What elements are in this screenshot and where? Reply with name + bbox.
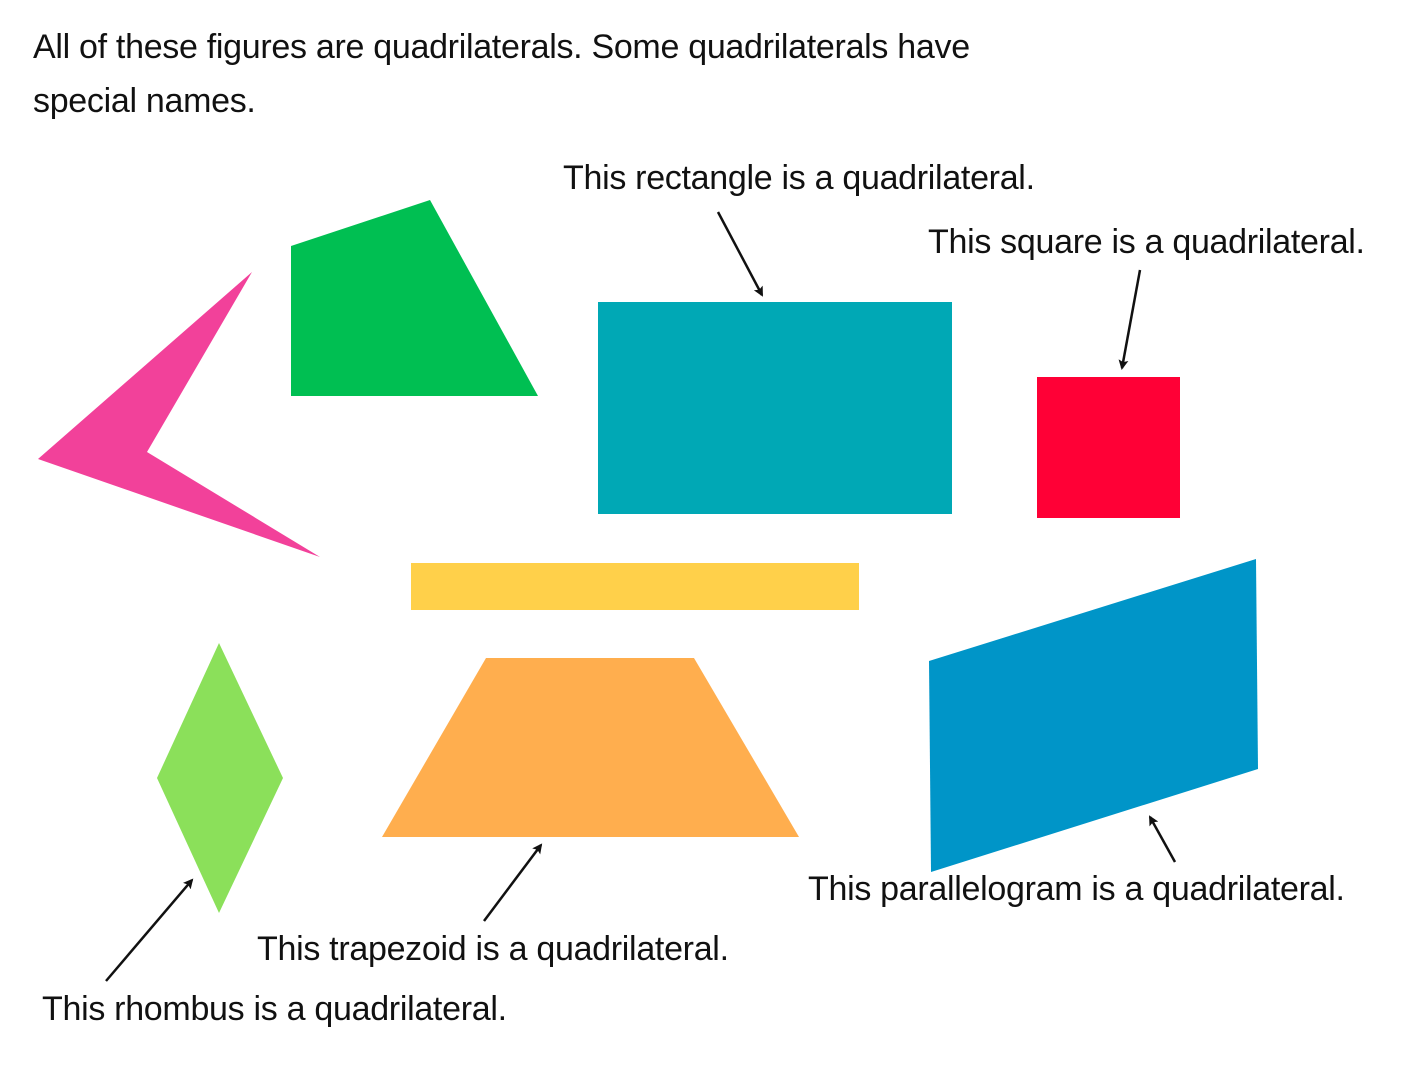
rhombus-arrow	[105, 878, 194, 982]
trapezoid-shape	[382, 658, 799, 837]
rhombus-label: This rhombus is a quadrilateral.	[42, 990, 507, 1028]
rectangle-label: This rectangle is a quadrilateral.	[563, 159, 1035, 197]
trapezoid-arrow	[483, 843, 543, 922]
rectangle-shape	[598, 302, 952, 514]
square-arrow	[1118, 269, 1142, 370]
rhombus-shape	[157, 643, 283, 913]
concave-quadrilateral	[38, 272, 320, 557]
parallelogram-arrow	[1148, 815, 1177, 863]
intro-line-1: All of these figures are quadrilaterals.…	[33, 28, 970, 66]
intro-line-2: special names.	[33, 82, 256, 120]
thin-rectangle-shape	[411, 563, 859, 610]
square-label: This square is a quadrilateral.	[928, 223, 1365, 261]
trapezoid-label: This trapezoid is a quadrilateral.	[257, 930, 729, 968]
square-shape	[1037, 377, 1180, 518]
rectangle-arrow	[716, 211, 764, 297]
parallelogram-shape	[929, 559, 1258, 872]
parallelogram-label: This parallelogram is a quadrilateral.	[808, 870, 1345, 908]
green-quadrilateral	[291, 200, 538, 396]
